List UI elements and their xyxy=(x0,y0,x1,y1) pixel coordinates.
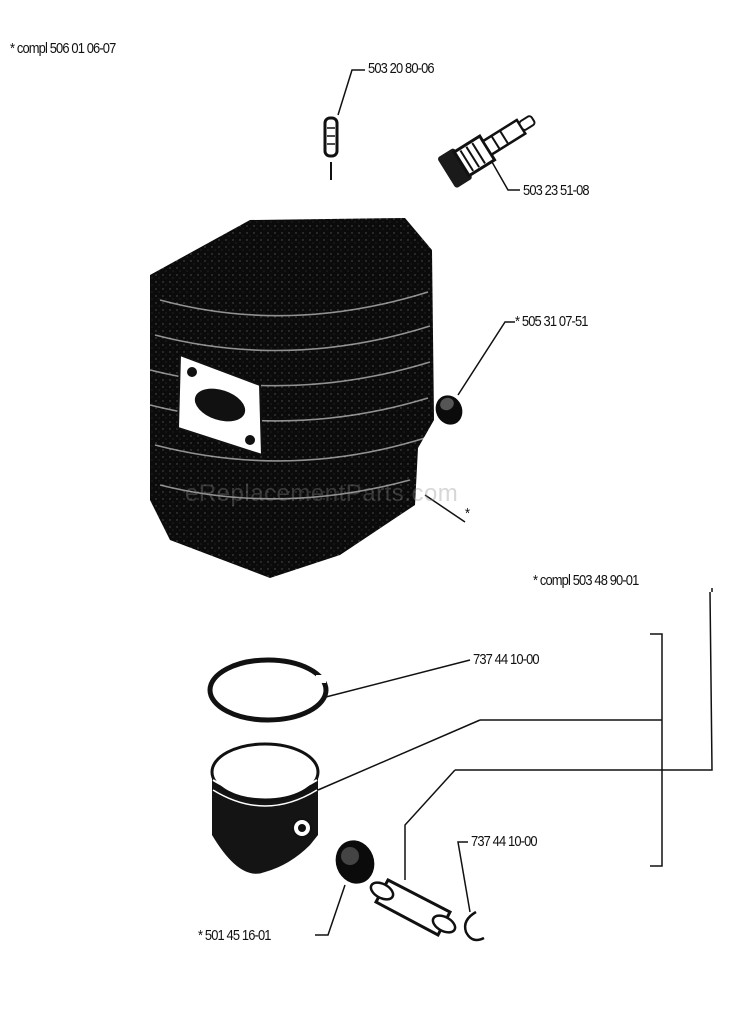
part-label-cylinder: * xyxy=(465,505,470,522)
cylinder xyxy=(149,218,434,578)
part-label-decomp-valve: * 505 31 07-51 xyxy=(515,313,588,330)
circlip xyxy=(463,910,485,942)
decomp-valve xyxy=(435,395,463,425)
piston xyxy=(210,742,320,874)
piston-ring xyxy=(207,657,329,723)
cylinder-pin xyxy=(323,116,339,180)
bearing-leader-line xyxy=(315,884,346,936)
piston-pin-leader-line xyxy=(404,769,456,880)
spark-plug-leader-line xyxy=(491,161,520,191)
piston-kit-bracket xyxy=(455,591,713,867)
part-label-circlip: 737 44 10-00 xyxy=(471,833,538,850)
piston-pin xyxy=(369,877,457,938)
pin-leader-line xyxy=(337,69,365,116)
watermark-text: eReplacementParts.com xyxy=(185,480,459,507)
part-label-bearing: * 501 45 16-01 xyxy=(198,927,271,944)
part-label-pin-top: 503 20 80-06 xyxy=(368,60,435,77)
needle-bearing xyxy=(335,840,375,884)
assembly-label: * compl 506 01 06-07 xyxy=(10,40,116,57)
part-label-spark-plug: 503 23 51-08 xyxy=(523,182,590,199)
part-label-piston-ring: 737 44 10-00 xyxy=(473,651,540,668)
spark-plug xyxy=(438,115,536,188)
part-label-piston-kit: * compl 503 48 90-01 xyxy=(533,572,639,589)
decomp-valve-leader-line xyxy=(457,321,515,396)
circlip-leader-line xyxy=(457,841,471,913)
cylinder-leader-line xyxy=(424,494,466,523)
exhaust-flange xyxy=(176,353,264,457)
piston-ring-leader-line xyxy=(321,659,471,699)
piston-leader-line xyxy=(317,719,481,791)
